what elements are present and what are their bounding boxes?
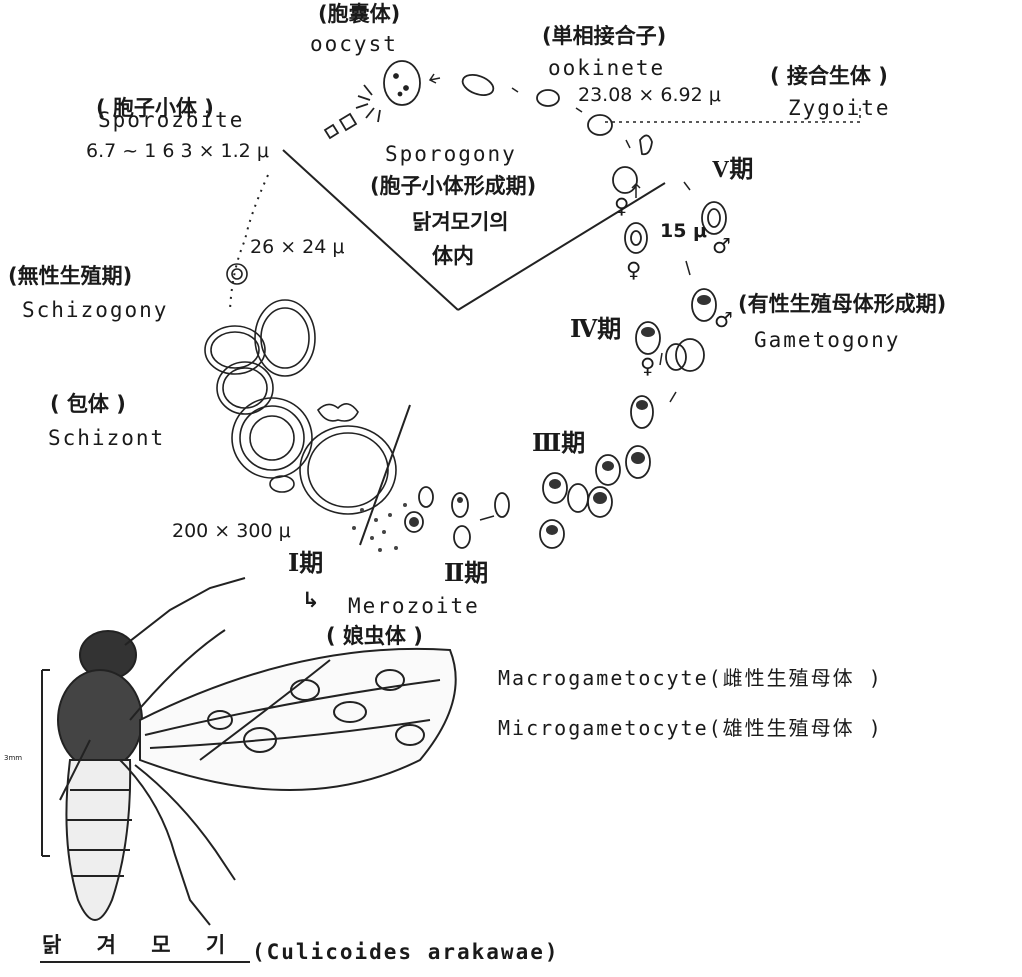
ookinete-size: 23.08 × 6.92 μ bbox=[578, 84, 721, 106]
ookinete-cells bbox=[461, 74, 653, 156]
scale-bar-label: 3mm bbox=[4, 754, 23, 762]
schizont-cysts bbox=[204, 263, 397, 515]
sporogony-label: Sporogony bbox=[385, 142, 517, 166]
male-symbol: ♂ bbox=[712, 234, 731, 258]
stage-ii-label: Ⅱ期 bbox=[444, 561, 489, 587]
caption-latin: (Culicoides arakawae) bbox=[252, 940, 560, 964]
sporozoite-label-cjk: ( 胞子小体 ) bbox=[96, 96, 214, 120]
male-symbol-2: ♂ bbox=[714, 308, 733, 332]
host-label-korean: 닭겨모기의 bbox=[412, 210, 509, 234]
schizont-label: Schizont bbox=[48, 426, 166, 450]
size-26x24: 26 × 24 μ bbox=[250, 236, 345, 258]
sporogony-left-line bbox=[282, 149, 459, 311]
gametogony-label-cjk: (有性生殖母体形成期) bbox=[738, 292, 947, 316]
stage-iii-label: Ⅲ期 bbox=[532, 431, 586, 457]
ookinete-label-cjk: (単相接合子) bbox=[542, 24, 667, 48]
size-15-micron: 15 μ bbox=[660, 220, 708, 242]
gametogony-label: Gametogony bbox=[754, 328, 901, 352]
sporogony-right-line bbox=[457, 182, 666, 311]
macrogametocyte-label: Macrogametocyte(雌性生殖母体 ) bbox=[498, 666, 883, 690]
female-symbol: ♀ bbox=[614, 194, 630, 218]
oocyst-cell bbox=[323, 60, 421, 140]
merozoite-label-cjk: ( 娘虫体 ) bbox=[326, 624, 423, 648]
zygoite-label: Zygoite bbox=[788, 96, 891, 120]
gametocyte-nuclei bbox=[409, 295, 711, 535]
merozoite-dots bbox=[352, 503, 407, 552]
gametocyte-cells bbox=[404, 166, 727, 549]
host-label-body: 体内 bbox=[432, 244, 474, 268]
ookinete-label: ookinete bbox=[548, 56, 666, 80]
schizogony-label-cjk: (無性生殖期) bbox=[8, 264, 133, 288]
zygoite-label-cjk: ( 接合生体 ) bbox=[770, 64, 888, 88]
cycle-arrows bbox=[428, 73, 691, 521]
schizont-label-cjk: ( 包体 ) bbox=[50, 392, 126, 416]
zygoite-pointer-line bbox=[605, 108, 861, 123]
stage-i-label: Ⅰ期 bbox=[288, 551, 324, 577]
female-symbol-2: ♀ bbox=[626, 258, 642, 282]
oocyst-label: oocyst bbox=[310, 32, 398, 56]
sporogony-label-cjk: (胞子小体形成期) bbox=[370, 174, 537, 198]
schizogony-label: Schizogony bbox=[22, 298, 169, 322]
merozoite-label: Merozoite bbox=[348, 594, 480, 618]
sporozoite-label: Sporozoite bbox=[98, 108, 245, 132]
sporozoite-size: 6.7 ~ 1 6 3 × 1.2 μ bbox=[86, 140, 269, 162]
microgametocyte-label: Microgametocyte(雄性生殖母体 ) bbox=[498, 716, 883, 740]
separator-line bbox=[359, 404, 411, 546]
sporozoite-dotted-path bbox=[229, 174, 269, 311]
oocyst-label-cjk: (胞囊体) bbox=[318, 2, 401, 26]
merozoite-arrow: ↳ bbox=[302, 588, 320, 612]
female-symbol-3: ♀ bbox=[640, 354, 656, 378]
culicoides-illustration bbox=[41, 577, 457, 926]
stage-v-label: V期 bbox=[712, 157, 754, 183]
size-200x300: 200 × 300 μ bbox=[172, 520, 291, 542]
stage-iv-label: Ⅳ期 bbox=[570, 317, 622, 343]
caption-korean: 닭 겨 모 기 bbox=[42, 933, 240, 957]
